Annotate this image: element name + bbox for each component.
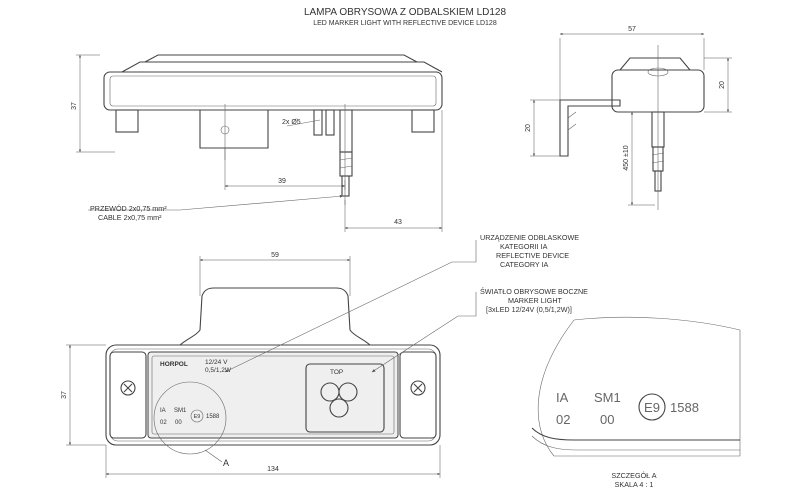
led-cluster-icon bbox=[320, 382, 358, 418]
detail-00: 00 bbox=[600, 412, 614, 427]
dim-hole-dia: 2x Ø5 bbox=[282, 119, 301, 126]
screw-left-icon bbox=[120, 380, 136, 396]
callout-light-pl: ŚWIATŁO OBRYSOWE BOCZNE bbox=[480, 287, 588, 296]
detail-sm1: SM1 bbox=[594, 390, 621, 405]
front-view: HORPOL 12/24 V 0,5/1,2W TOP IA SM1 02 00… bbox=[61, 233, 588, 478]
led-window bbox=[305, 363, 385, 433]
callout-cable-en: CABLE 2x0,75 mm² bbox=[98, 213, 162, 222]
dim-hole-spacing: 39 bbox=[278, 178, 286, 185]
dim-front-window-width: 59 bbox=[271, 252, 279, 259]
lens-approval: 1588 bbox=[206, 414, 220, 420]
detail-approval: 1588 bbox=[670, 400, 699, 415]
title-line-1: LAMPA OBRYSOWA Z ODBALSKIEM LD128 bbox=[304, 7, 507, 18]
dim-end-cable-length: 450 ±10 bbox=[623, 145, 630, 170]
detail-ia: IA bbox=[556, 390, 569, 405]
lens-cat: IA bbox=[160, 408, 166, 414]
e-mark-circle bbox=[638, 393, 666, 421]
title-line-2: LED MARKER LIGHT WITH REFLECTIVE DEVICE … bbox=[313, 20, 497, 27]
lens-row-b: 00 bbox=[175, 420, 182, 426]
dim-end-bracket-height: 20 bbox=[525, 124, 532, 132]
detail-ref-letter: A bbox=[223, 458, 229, 468]
lens-row-a: 02 bbox=[160, 420, 167, 426]
detail-a-view: IA SM1 02 00 E9 1588 SZCZEGÓŁ A SKALA 4 … bbox=[531, 316, 741, 489]
detail-e9: E9 bbox=[644, 400, 660, 415]
dim-front-total-width: 134 bbox=[267, 466, 279, 473]
callout-cable-pl: PRZEWÓD 2x0,75 mm² bbox=[90, 204, 167, 213]
lens-emark: E9 bbox=[194, 414, 201, 420]
callout-reflector-pl1: URZĄDZENIE ODBLASKOWE bbox=[480, 233, 579, 242]
callout-reflector-pl2: KATEGORII IA bbox=[500, 242, 548, 251]
dim-end-body-height: 20 bbox=[719, 81, 726, 89]
dim-end-width: 57 bbox=[628, 26, 636, 33]
lens-brand: HORPOL bbox=[160, 361, 188, 368]
lens-voltage: 12/24 V bbox=[205, 359, 228, 366]
detail-marker-circle bbox=[153, 381, 227, 455]
detail-scale: SKALA 4 : 1 bbox=[615, 480, 654, 489]
lens-power: 0,5/1,2W bbox=[205, 367, 232, 374]
lens-top: TOP bbox=[330, 369, 343, 376]
dim-cable-offset: 43 bbox=[394, 219, 402, 226]
dim-front-height: 37 bbox=[61, 391, 68, 399]
screw-right-icon bbox=[410, 380, 426, 396]
side-view: 2x Ø5 37 39 43 PRZEWÓD 2x0,75 mm² CABLE … bbox=[71, 54, 443, 232]
end-view: 57 20 20 450 ±10 bbox=[525, 26, 732, 210]
callout-light-en: MARKER LIGHT bbox=[508, 296, 563, 305]
callout-reflector-en2: CATEGORY IA bbox=[500, 260, 549, 269]
lens-sm: SM1 bbox=[174, 408, 187, 414]
callout-reflector-en1: REFLECTIVE DEVICE bbox=[496, 251, 569, 260]
detail-02: 02 bbox=[556, 412, 570, 427]
detail-caption: SZCZEGÓŁ A bbox=[611, 471, 656, 480]
callout-light-spec: [3xLED 12/24V (0,5/1,2W)] bbox=[486, 305, 572, 314]
dim-side-height: 37 bbox=[71, 102, 78, 110]
